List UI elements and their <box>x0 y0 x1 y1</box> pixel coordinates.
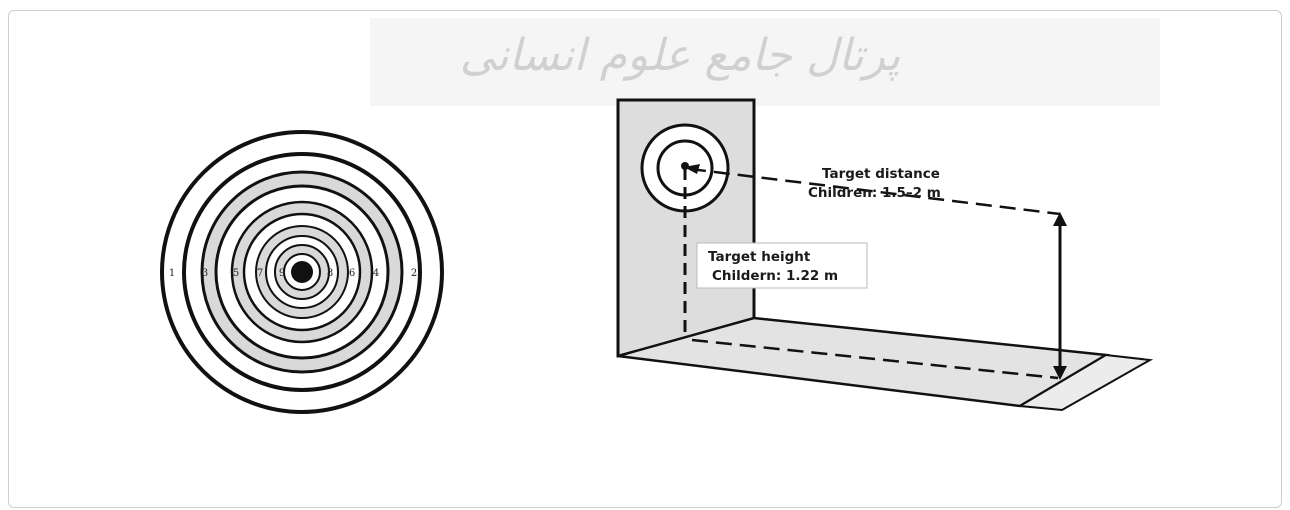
height-arrow-bottom <box>1053 366 1067 380</box>
watermark-text: پرتال جامع علوم انسانی <box>460 30 901 81</box>
floor-dashed-line <box>691 338 1059 380</box>
ring-number: 3 <box>202 268 208 279</box>
archery-target: 1 3 5 7 9 8 6 4 2 <box>160 130 444 414</box>
height-label-box <box>696 242 868 289</box>
distance-dashed-line <box>689 167 1061 216</box>
ring-number: 6 <box>349 268 355 279</box>
height-arrow-top <box>1053 212 1067 226</box>
target-distance-value: Children: 1.5–2 m <box>808 185 941 201</box>
ring-number: 9 <box>279 268 285 279</box>
target-setup-diagram: Target distance Children: 1.5–2 m Target… <box>616 98 1154 412</box>
watermark-band <box>370 18 1160 106</box>
ring-number: 4 <box>373 268 379 279</box>
target-ring-11 <box>291 261 313 283</box>
ring-number: 1 <box>169 268 175 279</box>
distance-arrowhead <box>684 164 700 174</box>
target-distance-title: Target distance <box>822 166 940 182</box>
ring-number: 5 <box>233 268 239 279</box>
target-height-title: Target height <box>708 249 811 265</box>
ring-number: 7 <box>257 268 263 279</box>
shooting-line <box>1016 353 1154 412</box>
ring-number: 8 <box>327 268 333 279</box>
target-height-value: Childern: 1.22 m <box>712 268 838 284</box>
ring-number: 2 <box>411 268 417 279</box>
